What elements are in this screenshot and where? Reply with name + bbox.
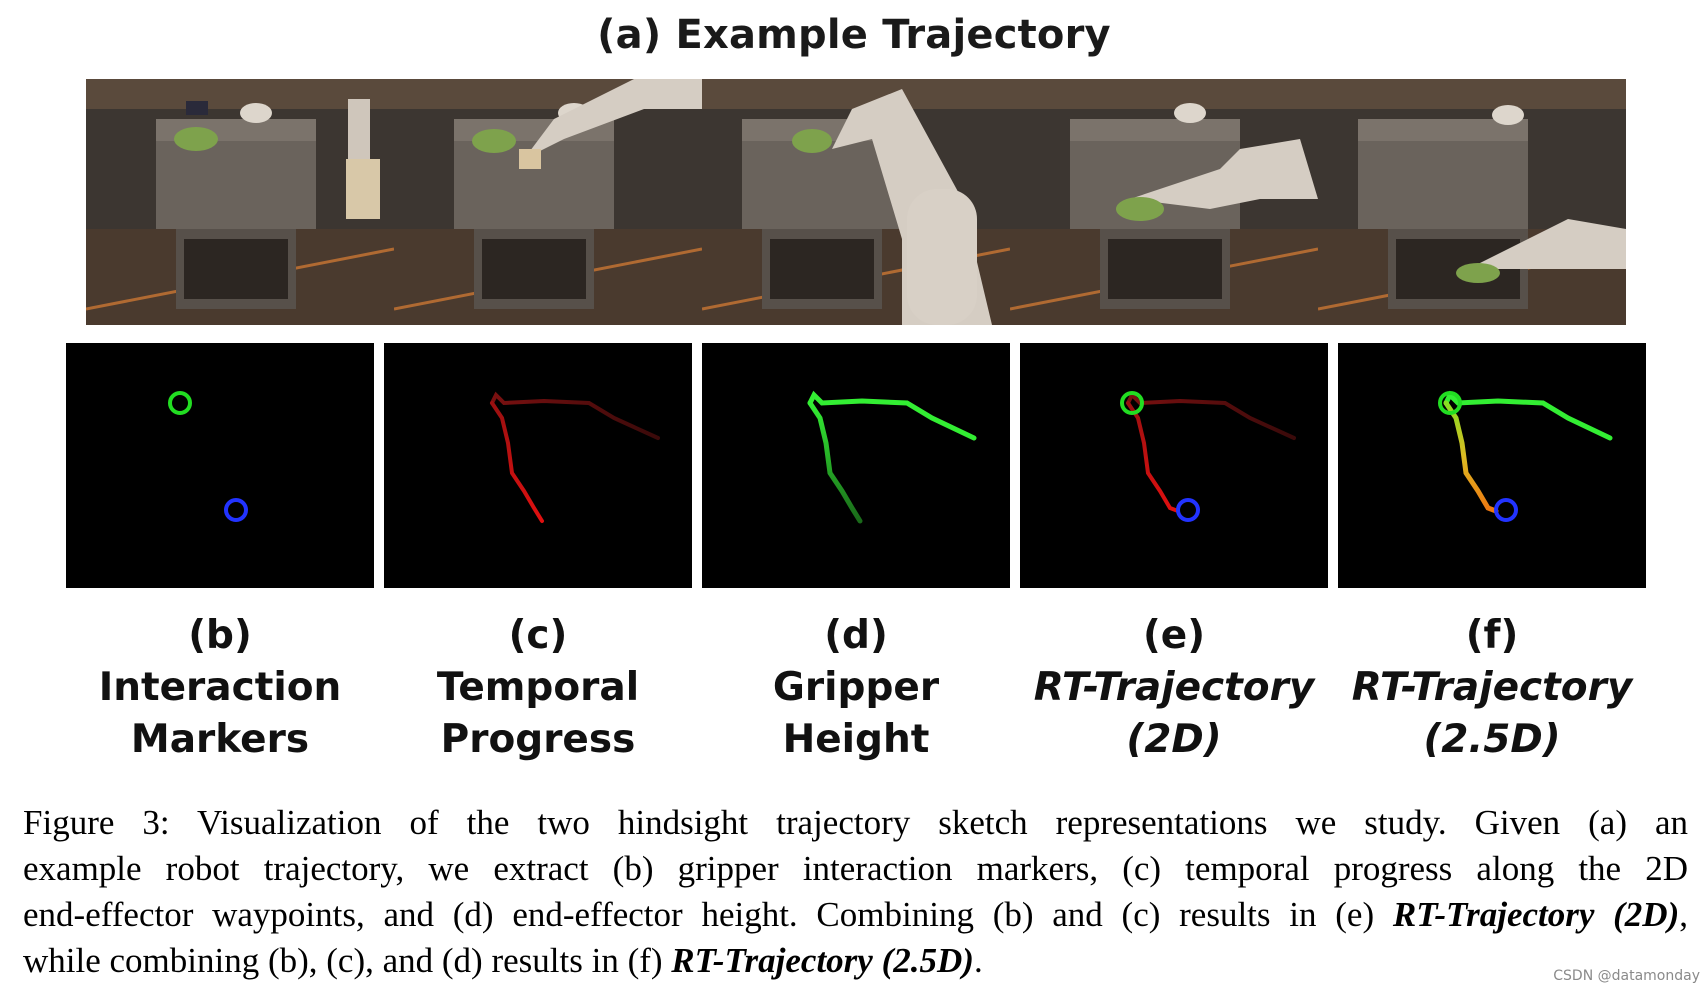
trajectory-frame-2	[394, 79, 702, 325]
caption-line-3-text: end-effector waypoints, and (d) end-effe…	[23, 895, 1393, 934]
trajectory-frame-4	[1010, 79, 1318, 325]
label-f-line1: RT-Trajectory	[1327, 662, 1657, 714]
label-e-line2: (2D)	[1009, 714, 1339, 766]
label-f: (f) RT-Trajectory (2.5D)	[1327, 610, 1657, 766]
label-c-line2: Progress	[373, 714, 703, 766]
label-f-letter: (f)	[1327, 610, 1657, 662]
label-e-letter: (e)	[1009, 610, 1339, 662]
caption-line-1: Figure 3: Visualization of the two hinds…	[23, 800, 1688, 846]
height-path-lower	[810, 403, 860, 521]
panel-interaction-markers	[66, 343, 374, 588]
caption-line-4-text: while combining (b), (c), and (d) result…	[23, 941, 671, 980]
temporal-path-late	[492, 403, 542, 521]
panel-rt-trajectory-2d	[1020, 343, 1328, 588]
label-b: (b) Interaction Markers	[55, 610, 385, 766]
label-c-letter: (c)	[373, 610, 703, 662]
caption-line-4-end: .	[974, 941, 983, 980]
label-e: (e) RT-Trajectory (2D)	[1009, 610, 1339, 766]
trajectory-frame-1	[86, 79, 394, 325]
label-c-line1: Temporal	[373, 662, 703, 714]
watermark: CSDN @datamonday	[1553, 968, 1700, 984]
label-b-letter: (b)	[55, 610, 385, 662]
panel-temporal-progress	[384, 343, 692, 588]
trajectory-frame-3	[702, 79, 1010, 325]
caption-rt-trajectory-2d: RT-Trajectory (2D)	[1393, 895, 1679, 934]
label-c: (c) Temporal Progress	[373, 610, 703, 766]
caption-line-2: example robot trajectory, we extract (b)…	[23, 846, 1688, 892]
label-f-line2: (2.5D)	[1327, 714, 1657, 766]
panel-gripper-height	[702, 343, 1010, 588]
label-d-line2: Height	[691, 714, 1021, 766]
figure-title: (a) Example Trajectory	[0, 12, 1708, 58]
label-d: (d) Gripper Height	[691, 610, 1021, 766]
label-b-line2: Markers	[55, 714, 385, 766]
caption-line-3: end-effector waypoints, and (d) end-effe…	[23, 892, 1688, 938]
end-marker	[226, 500, 246, 520]
caption-line-3-end: ,	[1679, 895, 1688, 934]
panel-rt-trajectory-2-5d	[1338, 343, 1646, 588]
label-d-line1: Gripper	[691, 662, 1021, 714]
label-b-line1: Interaction	[55, 662, 385, 714]
label-e-line1: RT-Trajectory	[1009, 662, 1339, 714]
label-d-letter: (d)	[691, 610, 1021, 662]
caption-rt-trajectory-2-5d: RT-Trajectory (2.5D)	[671, 941, 974, 980]
height-path-upper	[810, 395, 974, 438]
temporal-path-early	[492, 395, 658, 438]
figure-caption: Figure 3: Visualization of the two hinds…	[23, 800, 1688, 984]
trajectory-frame-5	[1318, 79, 1626, 325]
example-trajectory-photo-strip	[86, 79, 1626, 325]
caption-line-4: while combining (b), (c), and (d) result…	[23, 938, 1688, 984]
start-marker	[170, 393, 190, 413]
